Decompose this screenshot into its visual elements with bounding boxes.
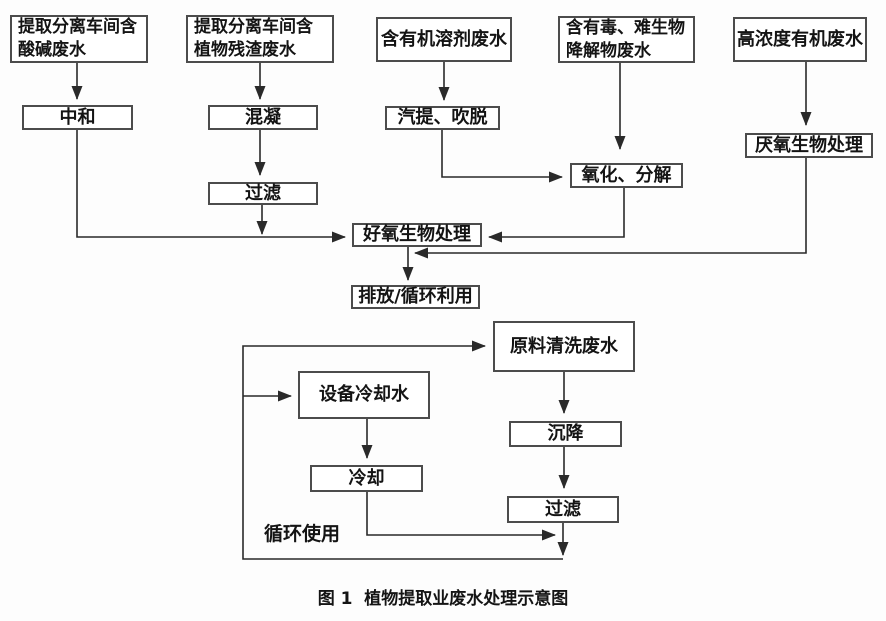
node-source-plant-residue: 提取分离车间含 植物残渣废水 [186,15,334,63]
node-filtration-2: 过滤 [507,496,619,523]
node-source-toxic-refractory: 含有毒、难生物 降解物废水 [558,16,695,63]
node-source-high-concentration: 高浓度有机废水 [733,17,867,62]
node-stripping-blowoff: 汽提、吹脱 [385,106,500,130]
node-discharge-recycle: 排放/循环利用 [351,285,480,309]
label-recycle-use: 循环使用 [264,523,341,545]
node-anaerobic-treatment: 厌氧生物处理 [745,133,873,158]
node-coagulation: 混凝 [208,105,318,130]
figure-caption: 图 1 植物提取业废水处理示意图 [317,589,569,609]
arrow-neutralize-to-aerobic [76,130,346,243]
node-equipment-cooling-water: 设备冷却水 [298,371,430,419]
node-source-organic-solvent: 含有机溶剂废水 [376,17,512,62]
node-cooling: 冷却 [310,465,423,492]
arrow-cool-to-merge [366,492,556,541]
node-oxidation-decomposition: 氧化、分解 [570,163,683,188]
arrow-recycle-loop-to-rawwash [242,340,563,560]
arrow-anaerobic-to-junction [414,158,807,259]
node-sedimentation: 沉降 [509,421,622,447]
arrow-oxidize-to-aerobic [488,188,625,243]
arrow-strip-to-oxidize [441,129,563,183]
node-filtration-1: 过滤 [208,182,318,205]
node-source-acid-alkali: 提取分离车间含 酸碱废水 [10,15,148,63]
node-neutralization: 中和 [22,105,133,130]
node-raw-material-washing: 原料清洗废水 [493,321,635,372]
node-aerobic-treatment: 好氧生物处理 [352,223,482,247]
